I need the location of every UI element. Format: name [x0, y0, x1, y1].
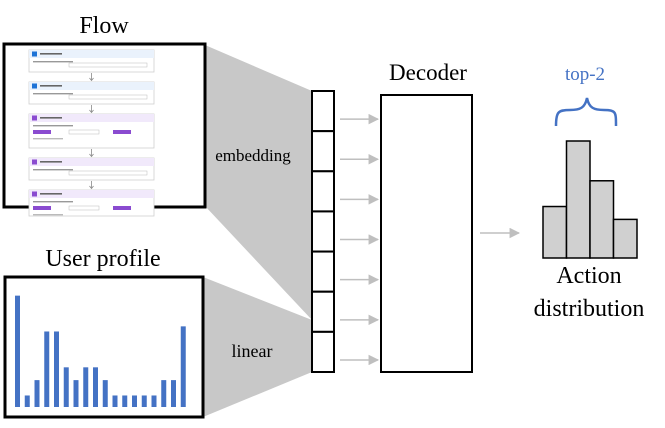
action-bar — [542, 205, 568, 259]
flow-funnel — [205, 45, 312, 320]
profile-bar — [34, 380, 40, 407]
user-profile-panel — [3, 275, 205, 419]
decoder-title: Decoder — [389, 60, 467, 85]
profile-bar — [102, 380, 108, 407]
profile-bar — [151, 395, 157, 407]
profile-bars — [15, 295, 186, 407]
flow-step-scope — [28, 113, 155, 149]
action-label-line2: distribution — [534, 296, 645, 322]
token-cell — [311, 250, 335, 293]
profile-bar — [93, 367, 98, 407]
profile-bar — [54, 331, 59, 407]
token-cell — [311, 210, 335, 253]
action-bar — [589, 180, 615, 259]
token-arrows — [340, 113, 380, 366]
action-bars — [542, 140, 638, 259]
embedding-label: embedding — [215, 146, 291, 165]
topk-label: top-2 — [565, 64, 605, 85]
token-cell — [311, 290, 335, 333]
profile-bar — [132, 395, 137, 407]
flow-step-action — [28, 81, 155, 105]
profile-bar — [122, 395, 128, 407]
topk-brace-icon — [554, 97, 618, 127]
profile-bar — [161, 380, 167, 407]
profile-bar — [73, 380, 79, 407]
profile-bar — [44, 331, 50, 407]
flow-step-variable — [28, 157, 155, 181]
action-bar — [565, 140, 591, 259]
flow-step-variable — [28, 189, 155, 217]
flow-title: Flow — [79, 13, 129, 39]
profile-bar — [63, 367, 69, 407]
flow-panel — [2, 42, 207, 217]
action-label-line1: Action — [556, 263, 621, 289]
flow-step-trigger — [28, 49, 155, 73]
decoder-block — [380, 94, 473, 373]
token-column — [311, 90, 335, 374]
profile-bar — [83, 367, 89, 407]
flow-steps — [28, 49, 155, 217]
action-bar — [612, 218, 638, 259]
profile-bar — [180, 326, 186, 407]
profile-funnel — [203, 277, 312, 417]
token-cell — [311, 130, 335, 173]
profile-bar — [112, 395, 118, 407]
profile-bar — [141, 395, 147, 407]
linear-label: linear — [232, 341, 273, 361]
profile-bar — [15, 295, 20, 407]
token-cell — [311, 170, 335, 213]
user-profile-title: User profile — [45, 246, 160, 272]
profile-bar — [24, 395, 30, 407]
token-cell — [311, 90, 335, 133]
token-cell — [311, 330, 335, 374]
profile-bar — [171, 380, 176, 407]
